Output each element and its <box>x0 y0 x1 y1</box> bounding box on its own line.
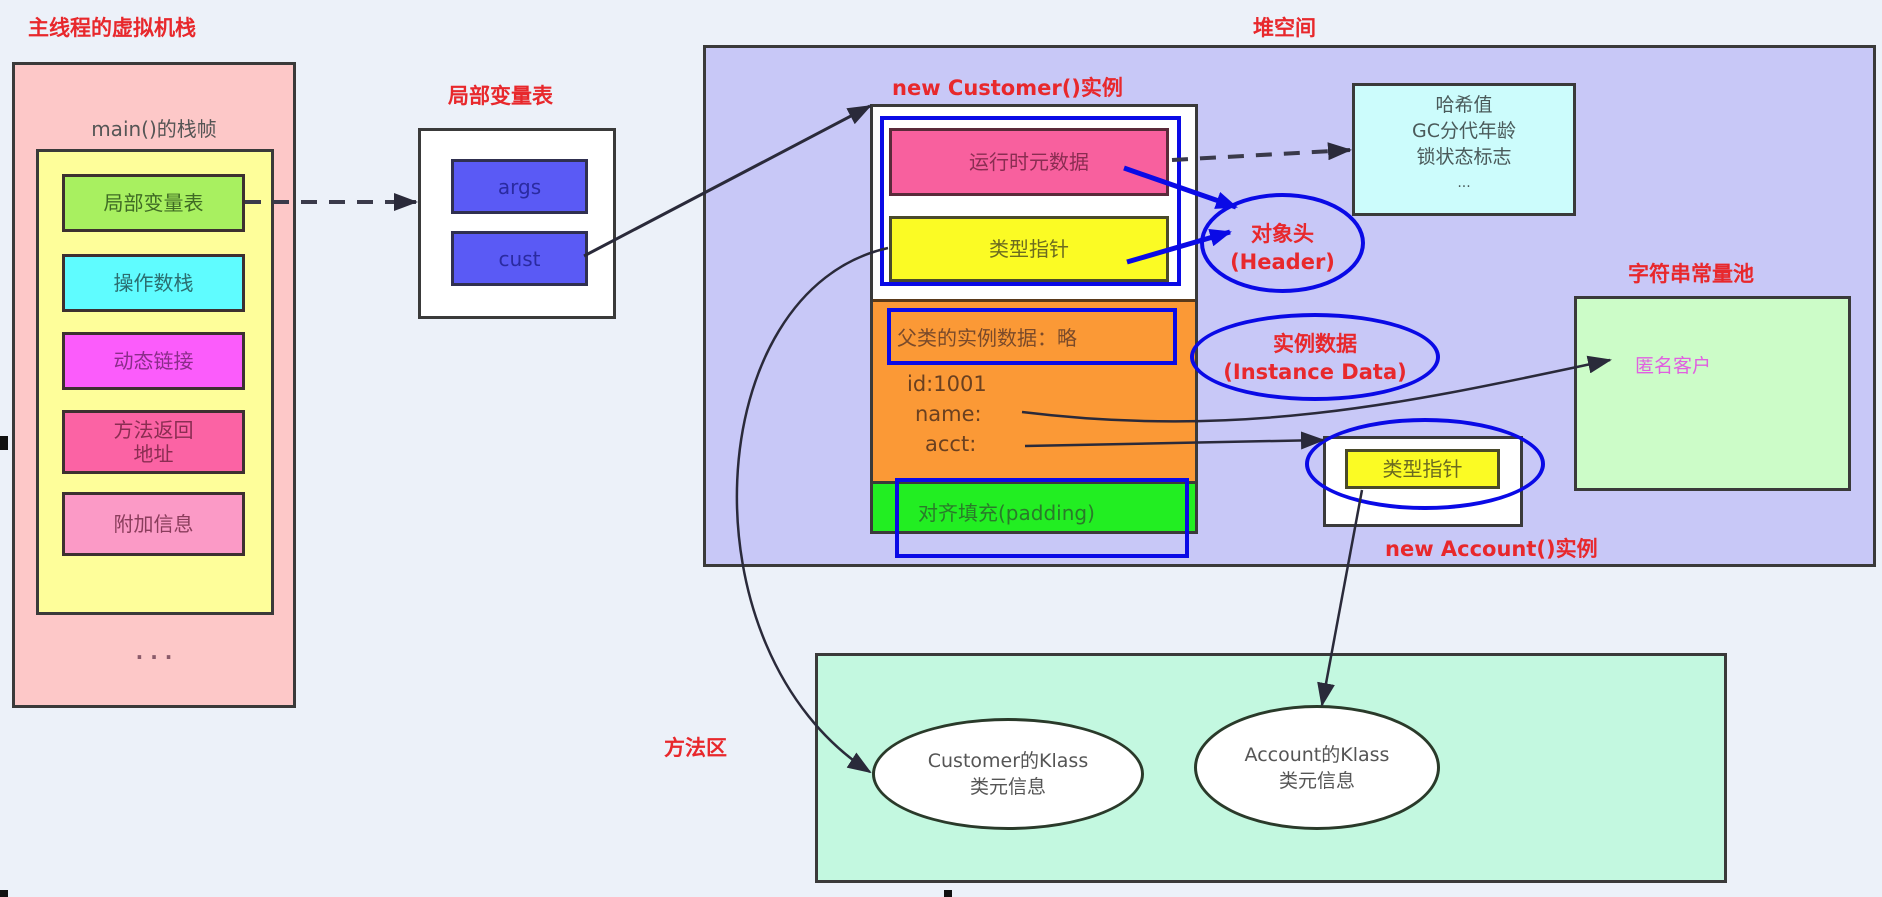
stack-item-return-address[interactable]: 方法返回 地址 <box>62 410 245 474</box>
customer-field-name: name: <box>915 402 982 426</box>
account-instance-title: new Account()实例 <box>1385 537 1598 561</box>
heap-title: 堆空间 <box>1253 16 1316 40</box>
arrow-cust-to-customer <box>583 104 872 258</box>
arrow-runtime-meta-to-header <box>1123 165 1238 210</box>
stack-item-dynamic-linking[interactable]: 动态链接 <box>62 332 245 390</box>
method-area-title: 方法区 <box>664 736 727 760</box>
arrow-type-pointer-to-customer-klass <box>735 246 889 774</box>
padding-label: 对齐填充(padding) <box>918 501 1095 525</box>
instance-data-label-cn: 实例数据 <box>1273 332 1357 356</box>
stack-item-label: 附加信息 <box>113 512 194 536</box>
arrow-acct-to-account <box>1024 431 1325 450</box>
local-vars-title: 局部变量表 <box>448 84 553 108</box>
mark-word-list: 哈希值 GC分代年龄 锁状态标志 ... <box>1355 92 1573 196</box>
local-var-label: cust <box>498 246 541 271</box>
stack-title: 主线程的虚拟机栈 <box>28 16 196 40</box>
account-type-pointer-ellipse <box>1305 418 1545 510</box>
customer-padding-area <box>873 481 1195 531</box>
string-pool-title: 字符串常量池 <box>1628 262 1754 286</box>
stack-item-label: 动态链接 <box>113 349 194 373</box>
account-klass-name: Account的Klass <box>1244 743 1390 766</box>
type-pointer-cell[interactable]: 类型指针 <box>889 216 1169 282</box>
header-highlight-frame <box>880 116 1181 286</box>
string-pool-value: 匿名客户 <box>1635 355 1712 377</box>
customer-instance-data-area <box>873 299 1195 481</box>
main-stack-frame: 局部变量表 操作数栈 动态链接 方法返回 地址 附加信息 <box>36 149 274 615</box>
header-label: 对象头 (Header) <box>1200 220 1365 276</box>
arrow-account-pointer-to-klass <box>1317 489 1364 707</box>
edge-marker <box>0 436 8 450</box>
stack-frame-label: main()的栈帧 <box>91 117 217 141</box>
stack-item-label: 局部变量表 <box>103 191 204 215</box>
header-label-cn: 对象头 <box>1251 222 1314 246</box>
instance-data-label-en: (Instance Data) <box>1223 360 1407 384</box>
mark-word-hash: 哈希值 <box>1435 94 1493 116</box>
local-var-label: args <box>497 174 542 199</box>
instance-data-ellipse <box>1190 313 1440 401</box>
local-var-args[interactable]: args <box>451 159 588 214</box>
runtime-metadata-label: 运行时元数据 <box>969 150 1089 174</box>
mark-word-lock-flag: 锁状态标志 <box>1416 146 1512 168</box>
stack-ellipsis: · · · <box>135 645 173 669</box>
local-var-cust[interactable]: cust <box>451 231 588 286</box>
stack-item-operand-stack[interactable]: 操作数栈 <box>62 254 245 312</box>
string-pool: 匿名客户 <box>1574 296 1851 491</box>
arrow-name-to-string-pool <box>1021 355 1612 423</box>
customer-klass[interactable]: Customer的Klass 类元信息 <box>872 718 1144 830</box>
customer-klass-desc: 类元信息 <box>969 776 1046 798</box>
stack-item-extra-info[interactable]: 附加信息 <box>62 492 245 556</box>
customer-klass-name: Customer的Klass <box>927 750 1089 772</box>
header-label-en: (Header) <box>1230 250 1335 274</box>
vm-stack: main()的栈帧 局部变量表 操作数栈 动态链接 方法返回 地址 附加信息 ·… <box>12 62 296 708</box>
mark-word-box: 哈希值 GC分代年龄 锁状态标志 ... <box>1352 83 1576 216</box>
local-vars-table: args cust <box>418 128 616 319</box>
edge-marker <box>0 890 8 897</box>
account-klass-desc: 类元信息 <box>1278 769 1355 792</box>
type-pointer-label: 类型指针 <box>989 237 1069 261</box>
mark-word-gc-age: GC分代年龄 <box>1412 120 1516 142</box>
account-klass[interactable]: Account的Klass 类元信息 <box>1194 705 1440 830</box>
parent-data-label: 父类的实例数据：略 <box>897 326 1077 350</box>
edge-marker <box>944 890 952 897</box>
arrow-runtime-meta-to-mark-word <box>1171 142 1352 162</box>
mark-word-more: ... <box>1457 175 1471 191</box>
instance-data-label: 实例数据 (Instance Data) <box>1195 330 1435 386</box>
customer-field-id: id:1001 <box>907 372 987 396</box>
stack-item-label: 方法返回 地址 <box>113 418 194 466</box>
parent-data-frame <box>887 308 1177 365</box>
header-ellipse <box>1200 193 1365 293</box>
runtime-metadata-cell[interactable]: 运行时元数据 <box>889 128 1169 196</box>
stack-item-local-vars[interactable]: 局部变量表 <box>62 174 245 232</box>
padding-frame <box>895 478 1189 558</box>
stack-item-label: 操作数栈 <box>113 271 194 295</box>
customer-field-acct: acct: <box>925 432 977 456</box>
arrow-type-pointer-to-header <box>1126 228 1232 265</box>
customer-instance-title: new Customer()实例 <box>892 76 1123 100</box>
